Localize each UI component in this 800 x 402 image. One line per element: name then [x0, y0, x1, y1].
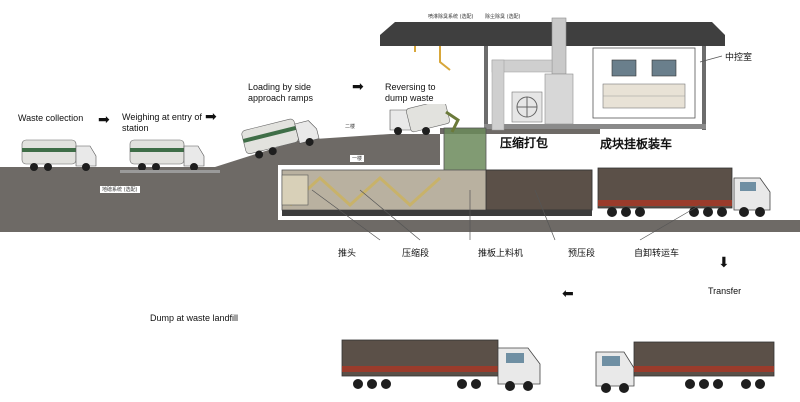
label-second-floor: 二楼 [345, 124, 356, 130]
label-deodorize: 喷淋除臭系统 (选配) [428, 14, 474, 20]
transfer-container-stripe [598, 200, 732, 206]
collection-truck-3 [241, 118, 320, 159]
compactor-truss [288, 175, 442, 208]
bottom-truck-left [341, 339, 541, 391]
arrow-right-2: ➡ [205, 109, 217, 125]
platform-beam [484, 124, 706, 129]
control-monitor-1 [611, 59, 637, 77]
label-compress-pack: 压缩打包 [500, 136, 549, 150]
spray-pipe [414, 46, 451, 71]
control-monitor-2 [651, 59, 677, 77]
transfer-wheels [607, 207, 765, 217]
label-control-room: 中控室 [725, 53, 753, 63]
scrubber-tower [544, 73, 574, 125]
label-landfill: Dump at waste landfill [150, 313, 270, 324]
pit-edge [272, 165, 278, 220]
label-dust: 除尘除臭 (选配) [485, 14, 521, 20]
bottom-truck-right [595, 341, 775, 393]
compactor-base [282, 210, 592, 216]
label-ram: 推头 [338, 249, 357, 259]
label-waste-collection: Waste collection [18, 113, 108, 124]
roof-column-left [484, 46, 488, 130]
label-compression-section: 压缩段 [402, 249, 430, 259]
label-reversing: Reversing to dump waste [385, 82, 455, 104]
compactor-container [485, 169, 593, 211]
chimney [551, 17, 567, 75]
collection-truck-1 [21, 139, 97, 171]
label-push-feeder: 推板上料机 [478, 249, 524, 259]
leader-lines [311, 55, 723, 241]
label-pre-press: 预压段 [568, 249, 596, 259]
label-first-floor: 一楼 [350, 155, 365, 162]
label-transfer: Transfer [708, 286, 768, 297]
upper-platform [440, 128, 600, 134]
arrow-down: ⬇ [718, 255, 730, 271]
label-weighing: Weighing at entry of station [122, 112, 202, 134]
arrow-left: ⬅ [562, 286, 574, 302]
label-loading: Loading by side approach ramps [248, 82, 338, 104]
label-self-unloading-truck: 自卸转运车 [634, 249, 680, 259]
label-container-truck: 成块挂板装车 [600, 137, 673, 151]
collection-truck-2 [120, 139, 220, 173]
roof-column-right [702, 46, 706, 130]
duct-vertical [491, 59, 505, 131]
compactor-ram [281, 174, 309, 206]
label-weighbridge: 地磅系统 (选配) [100, 186, 140, 193]
arrow-right-1: ➡ [98, 112, 110, 128]
ground-ramp [0, 134, 800, 232]
collection-truck-4-dumping [389, 99, 460, 135]
arrow-right-3: ➡ [352, 79, 364, 95]
